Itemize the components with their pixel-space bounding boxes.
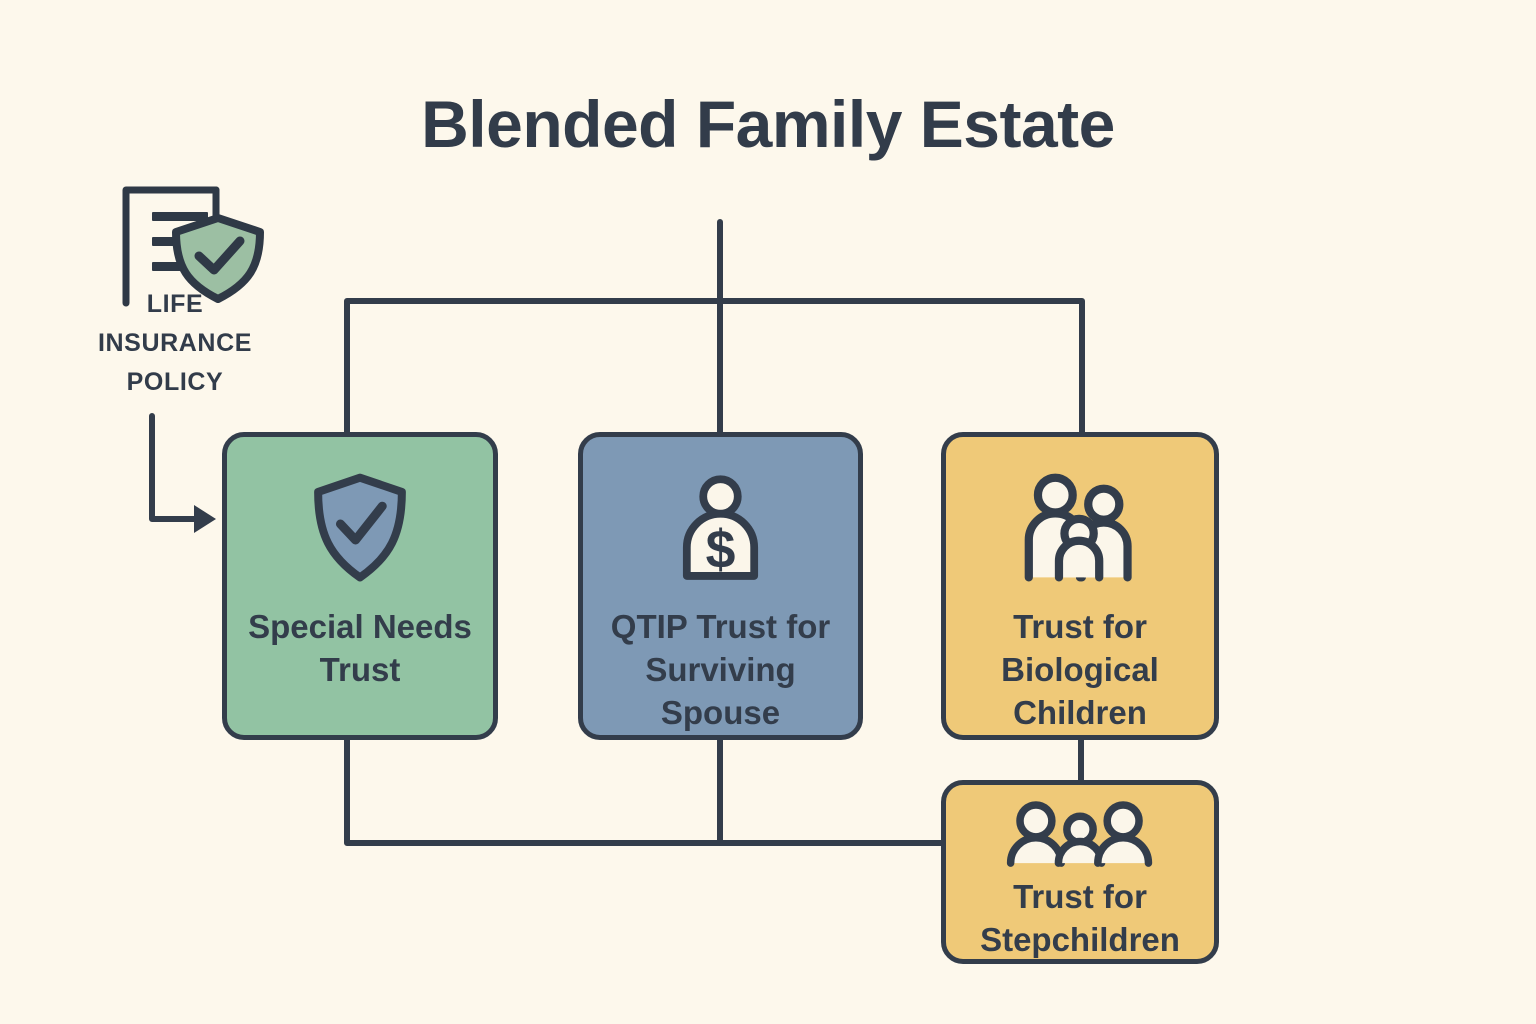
node-label-qtip-trust: QTIP Trust for Surviving Spouse [610,608,831,731]
node-trust-stepchildren[interactable]: Trust for Stepchildren [941,780,1219,964]
policy-caption-line-2: INSURANCE [97,329,253,357]
wire-top-bus [344,298,1085,435]
node-label-special-needs-trust: Special Needs Trust [248,608,472,688]
policy-arrowhead [194,505,216,533]
page-title: Blended Family Estate [421,87,1115,161]
shield-check-icon [311,463,409,593]
node-trust-biological-children[interactable]: Trust for Biological Children [941,432,1219,740]
node-label-trust-stepchildren: Trust for Stepchildren [980,878,1180,958]
wire-policy-arrow [149,413,199,522]
three-people-group-icon [1005,801,1155,867]
document-with-shield-check-icon [88,185,268,310]
person-with-dollar-icon: $ [673,463,768,593]
svg-text:$: $ [706,520,736,579]
node-label-trust-biological-children: Trust for Biological Children [1001,608,1159,731]
policy-caption: LIFE INSURANCE POLICY [55,285,295,402]
life-insurance-policy-source: LIFE INSURANCE POLICY [60,185,290,410]
wire-bottom-bus [344,737,944,846]
policy-caption-line-1: LIFE [146,290,204,318]
family-parents-child-icon [1016,463,1144,593]
node-qtip-trust[interactable]: $ QTIP Trust for Surviving Spouse [578,432,863,740]
node-special-needs-trust[interactable]: Special Needs Trust [222,432,498,740]
policy-caption-line-3: POLICY [126,368,224,396]
